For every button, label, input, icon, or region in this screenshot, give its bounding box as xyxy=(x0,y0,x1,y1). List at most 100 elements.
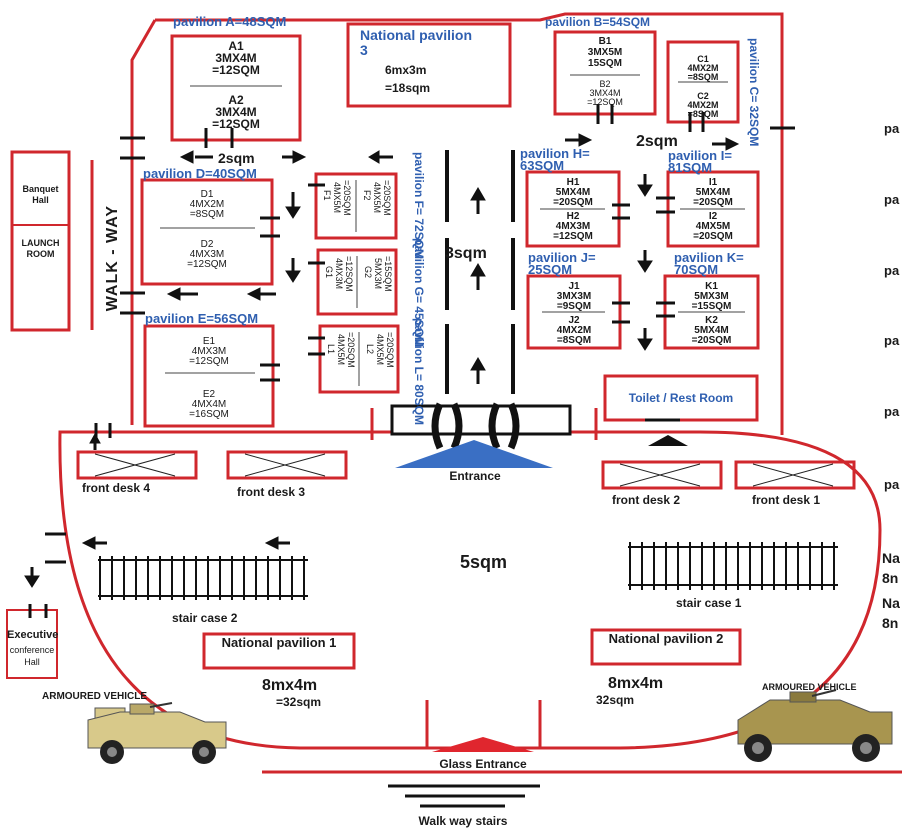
right-edge-text-9: Na xyxy=(882,595,900,611)
right-edge-text-4: pa xyxy=(884,333,900,348)
f2-size: 4MX5M xyxy=(372,182,382,214)
right-edge-text-7: Na xyxy=(882,550,900,566)
staircase-2-graphic xyxy=(98,556,308,600)
walk-way-stairs-label: Walk way stairs xyxy=(418,814,508,828)
c2-size: 4MX2M xyxy=(687,100,719,110)
i1-size: 5MX4M xyxy=(695,187,731,198)
e2-size: 4MX4M xyxy=(191,399,227,410)
right-edge-text-10: 8n xyxy=(882,615,899,631)
right-edge-text-5: pa xyxy=(884,404,900,419)
g2-name: G2 xyxy=(363,266,373,279)
a1-name: A1 xyxy=(228,39,244,53)
national-pavilion-2-box xyxy=(590,628,742,666)
national-1-dims: 8mx4m xyxy=(262,677,318,694)
l2-size: 4MX5M xyxy=(375,334,385,366)
e2-area: =16SQM xyxy=(189,409,229,420)
front-desk-3-label: front desk 3 xyxy=(237,485,306,499)
j1-name: J1 xyxy=(568,281,580,292)
k2-size: 5MX4M xyxy=(694,325,729,336)
j1-area: =9SQM xyxy=(556,301,592,312)
pavilion-g-box xyxy=(316,248,398,316)
j2-size: 4MX2M xyxy=(556,325,592,336)
h2-name: H2 xyxy=(566,211,580,222)
h2-size: 4MX3M xyxy=(555,221,591,232)
right-edge-text-6: pa xyxy=(884,477,900,492)
pavilion-b-title: pavilion B=54SQM xyxy=(545,15,651,29)
c2-area: =8SQM xyxy=(687,109,719,119)
executive-hall-label: Hall xyxy=(24,657,40,667)
c2-name: C2 xyxy=(697,91,709,101)
national-pavilion-1-box xyxy=(202,632,356,670)
stair-case-1-label: stair case 1 xyxy=(676,596,742,610)
c1-size: 4MX2M xyxy=(687,63,719,73)
banquet-room-box xyxy=(10,150,71,332)
front-desk-2-box xyxy=(601,460,723,490)
pavilion-l-title: pavilion L= 80SQM xyxy=(412,318,426,426)
national-3-dims: 6mx3m xyxy=(385,63,427,77)
front-desk-1-label: front desk 1 xyxy=(752,493,821,507)
b1-name: B1 xyxy=(598,36,612,47)
c1-area: =8SQM xyxy=(687,72,719,82)
e1-name: E1 xyxy=(202,336,216,347)
i2-size: 4MX5M xyxy=(695,221,731,232)
building-outline xyxy=(155,12,784,435)
l2-area: =20SQM xyxy=(385,332,395,368)
pavilion-e-box xyxy=(143,324,275,428)
pavilion-d-title: pavilion D=40SQM xyxy=(143,166,257,181)
executive-conference-label: conference xyxy=(9,645,55,655)
pavilion-j-box xyxy=(526,274,622,350)
right-edge-text-3: pa xyxy=(884,263,900,278)
i2-name: I2 xyxy=(708,211,718,222)
a1-area: =12SQM xyxy=(212,63,260,77)
k1-area: =15SQM xyxy=(691,301,732,312)
entrance-label: Entrance xyxy=(449,469,501,483)
b1-size: 3MX5M xyxy=(587,47,623,58)
toilet-label: Toilet / Rest Room xyxy=(628,391,734,405)
b2-area: =12SQM xyxy=(587,97,623,107)
executive-box xyxy=(6,609,58,679)
d1-area: =8SQM xyxy=(189,209,225,220)
l1-name: L1 xyxy=(326,344,336,355)
g2-area: =15SQM xyxy=(383,256,393,292)
armoured-vehicle-left-graphic xyxy=(87,702,227,764)
d2-area: =12SQM xyxy=(187,259,227,270)
g1-size: 4MX3M xyxy=(334,258,344,290)
e2-name: E2 xyxy=(202,389,216,400)
pavilion-l-box xyxy=(318,324,400,394)
pavilion-e-title: pavilion E=56SQM xyxy=(145,311,259,326)
i1-area: =20SQM xyxy=(693,197,733,208)
b2-size: 3MX4M xyxy=(589,88,621,98)
c1-name: C1 xyxy=(697,54,709,64)
k2-area: =20SQM xyxy=(691,335,732,346)
b1-area: 15SQM xyxy=(588,58,622,69)
building-left-wall xyxy=(130,19,157,425)
f1-name: F1 xyxy=(322,190,332,201)
stair-case-2-label: stair case 2 xyxy=(172,611,238,625)
e1-size: 4MX3M xyxy=(191,346,227,357)
k1-size: 5MX3M xyxy=(694,291,729,302)
walkway-label: WALK - WAY xyxy=(104,205,121,312)
d1-size: 4MX2M xyxy=(189,199,225,210)
pavilion-b-box xyxy=(553,30,657,116)
right-edge-text-2: pa xyxy=(884,192,900,207)
national-1-title: National pavilion 1 xyxy=(221,635,337,650)
pavilion-h-title: pavilion H= 63SQM xyxy=(520,146,590,173)
g1-area: =12SQM xyxy=(344,256,354,292)
gap-2sqm-right: 2sqm xyxy=(636,133,678,150)
national-2-dims: 8mx4m xyxy=(608,675,664,692)
e1-area: =12SQM xyxy=(189,356,229,367)
right-edge-text-8: 8n xyxy=(882,570,899,586)
armoured-vehicle-right-graphic xyxy=(737,689,893,762)
glass-entrance-marker xyxy=(432,737,534,752)
d2-name: D2 xyxy=(200,239,214,250)
h1-size: 5MX4M xyxy=(555,187,591,198)
pavilion-a-title: pavilion A=48SQM xyxy=(173,14,287,29)
front-desk-4-label: front desk 4 xyxy=(82,481,151,495)
k1-name: K1 xyxy=(705,281,718,292)
front-desk-2-label: front desk 2 xyxy=(612,493,681,507)
a2-area: =12SQM xyxy=(212,117,260,131)
j2-area: =8SQM xyxy=(556,335,592,346)
glass-entrance-label: Glass Entrance xyxy=(439,757,527,771)
national-2-area: 32sqm xyxy=(596,693,635,707)
